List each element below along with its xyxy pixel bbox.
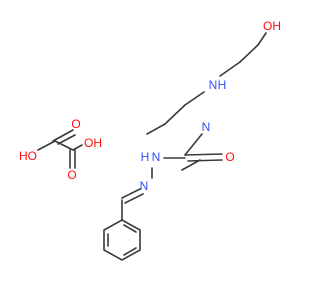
oxalic-bond-c2-oh [72, 144, 83, 151]
label-oxalic-o-bottom: O [67, 168, 76, 182]
semicarbazone-core [121, 123, 223, 221]
oxalic-bond-ho-c1 [37, 140, 56, 151]
bond-c4-n-amide [146, 123, 166, 135]
label-n-imine: N [140, 179, 149, 193]
label-o-carbonyl: O [225, 150, 234, 164]
bond-c3-c4 [164, 104, 186, 125]
oxalic-bond-c1-o-top-1 [52, 129, 74, 142]
hydroxyethyl-chain [164, 32, 267, 125]
atom-labels: OH N H N H O N H N HO OH O O [19, 19, 281, 193]
label-n-top: N [209, 78, 218, 92]
bond-namide-ccarbonyl [184, 133, 203, 156]
bond-nh-c3 [184, 91, 205, 106]
bond-c2-nh [219, 61, 241, 77]
phenyl-inner-double-1 [123, 224, 137, 233]
phenyl-ring-outline [103, 219, 141, 261]
bond-carbonyl-o-1 [184, 153, 223, 156]
bond-imine-c-2 [124, 193, 144, 204]
label-n-amide: N [202, 120, 211, 134]
structure-diagram: OH N H N H O N H N HO OH O O [19, 19, 281, 261]
bond-oh-c1 [257, 32, 267, 46]
phenyl-inner-double-2 [123, 247, 137, 256]
label-n-hydrazide: N [152, 150, 161, 164]
label-oh-top: OH [263, 19, 281, 33]
bond-n-amide-carbonyl [181, 159, 201, 171]
label-h-top: H [218, 78, 227, 92]
bond-carbonyl-o-2 [187, 159, 223, 162]
oxalic-bond-c1-c2 [54, 140, 74, 151]
phenyl-ring [103, 219, 141, 261]
oxalic-bond-c1-o-top-2 [57, 134, 76, 145]
label-oxalic-o-top: O [71, 117, 80, 131]
oxalic-acid [37, 129, 83, 169]
label-h-hydrazide: H [141, 150, 150, 164]
label-oxalic-oh: OH [84, 136, 102, 150]
label-oxalic-ho: HO [19, 149, 37, 163]
bond-c1-c2 [239, 44, 259, 63]
bond-imine-c-1 [121, 188, 141, 199]
